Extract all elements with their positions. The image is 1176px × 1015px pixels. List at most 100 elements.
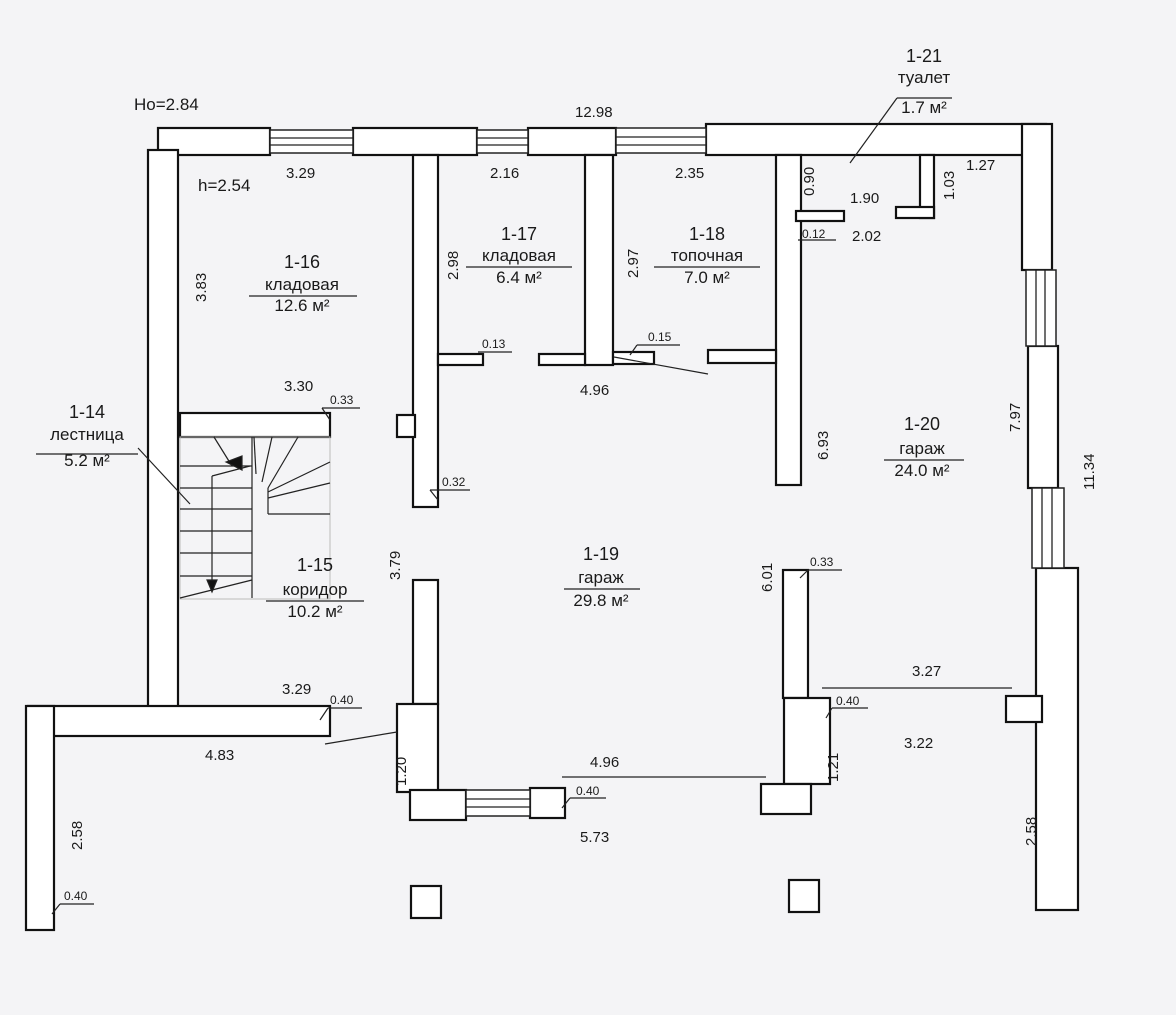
dim-2-16: 2.16 [490, 165, 519, 182]
post-right [787, 878, 821, 914]
dimension-lines [36, 97, 1012, 915]
dim-0-33-b: 0.33 [810, 555, 834, 569]
top-wall-mid-2 [526, 126, 618, 157]
dim-1-27: 1.27 [966, 157, 995, 174]
wall-1-18-1-20 [774, 153, 803, 487]
top-wall-mid-1 [351, 126, 479, 157]
room-name-1-17: кладовая [482, 246, 556, 265]
staircase [179, 436, 331, 600]
dim-3-29-bottom: 3.29 [282, 681, 311, 698]
dim-1-03: 1.03 [941, 171, 958, 200]
dim-2-58-left: 2.58 [69, 821, 86, 850]
top-wall-right [704, 122, 1048, 157]
window-bottom [465, 789, 531, 817]
dim-0-12: 0.12 [802, 227, 826, 241]
window-right-1 [1025, 269, 1057, 347]
dim-5-73: 5.73 [580, 829, 609, 846]
room-name-1-14: лестница [50, 425, 124, 444]
room-code-1-21: 1-21 [906, 46, 942, 66]
dim-2-02: 2.02 [852, 228, 881, 245]
room-name-1-18: топочная [671, 246, 743, 265]
room-area-1-19: 29.8 м² [573, 591, 628, 610]
toilet-wall-h [894, 205, 936, 220]
toilet-stub [794, 209, 846, 223]
dim-0-40-d: 0.40 [64, 889, 88, 903]
dim-2-35: 2.35 [675, 165, 704, 182]
room-code-1-18: 1-18 [689, 224, 725, 244]
dim-0-15: 0.15 [648, 330, 672, 344]
room-area-1-21: 1.7 м² [901, 98, 947, 117]
dim-11-34: 11.34 [1081, 454, 1098, 490]
window-top-2 [476, 129, 529, 154]
stair-landing-wall [178, 411, 332, 439]
garage-left-pier-base [408, 788, 468, 822]
dim-2-98: 2.98 [445, 251, 462, 280]
wall-1-16-1-17 [411, 153, 440, 509]
garage-front-block [528, 786, 567, 820]
garage-right-pier-upper [781, 568, 810, 700]
door-stub-1-17b [537, 352, 587, 367]
dim-6-93: 6.93 [815, 431, 832, 460]
room-name-1-15: коридор [283, 580, 348, 599]
dim-3-27: 3.27 [912, 663, 941, 680]
dim-3-79: 3.79 [387, 551, 404, 580]
dim-4-83: 4.83 [205, 747, 234, 764]
dim-0-40-c: 0.40 [576, 784, 600, 798]
room-area-1-14: 5.2 м² [64, 451, 110, 470]
room-area-1-18: 7.0 м² [684, 268, 730, 287]
dim-top-total: 12.98 [575, 104, 613, 121]
window-top-3 [615, 127, 707, 154]
dim-0-40-a: 0.40 [330, 693, 354, 707]
garage-left-pier-upper [411, 578, 440, 706]
dim-0-13: 0.13 [482, 337, 506, 351]
dim-1-20: 1.20 [393, 757, 410, 786]
dim-3-83: 3.83 [193, 273, 210, 302]
dim-0-90: 0.90 [801, 167, 818, 196]
room-area-1-20: 24.0 м² [894, 461, 949, 480]
dim-2-58-right: 2.58 [1023, 817, 1040, 846]
room-area-1-17: 6.4 м² [496, 268, 542, 287]
garage-right-pier-lower [782, 696, 832, 786]
right-wall-bottom [1034, 566, 1080, 912]
room-code-1-19: 1-19 [583, 544, 619, 564]
window-top-1 [269, 129, 354, 154]
dim-3-30: 3.30 [284, 378, 313, 395]
dim-4-96-top: 4.96 [580, 382, 609, 399]
left-leg-wall [24, 704, 56, 932]
dim-3-29-top: 3.29 [286, 165, 315, 182]
room-code-1-16: 1-16 [284, 252, 320, 272]
windows [269, 127, 1065, 817]
room-code-1-20: 1-20 [904, 414, 940, 434]
header-labels: Ho=2.84 h=2.54 [134, 95, 250, 195]
right-pier [1004, 694, 1044, 724]
post-left [409, 884, 443, 920]
room-code-1-17: 1-17 [501, 224, 537, 244]
garage-right-pier-base [759, 782, 813, 816]
room-code-1-15: 1-15 [297, 555, 333, 575]
window-right-2 [1031, 487, 1065, 569]
dimension-labels: 12.98 3.29 2.16 2.35 1.27 1.90 2.02 0.12… [64, 104, 1098, 903]
room-name-1-19: гараж [578, 568, 624, 587]
dim-0-32: 0.32 [442, 475, 466, 489]
dim-4-96-bottom: 4.96 [590, 754, 619, 771]
dim-3-22: 3.22 [904, 735, 933, 752]
room-code-1-14: 1-14 [69, 402, 105, 422]
dim-1-21: 1.21 [825, 753, 842, 782]
right-wall-top [1020, 122, 1054, 272]
door-stub-1-18b [706, 348, 778, 365]
h-label: h=2.54 [198, 176, 250, 195]
ho-label: Ho=2.84 [134, 95, 199, 114]
lower-left-wall [26, 704, 332, 738]
room-labels: 1-21 туалет 1.7 м² 1-16 кладовая 12.6 м²… [50, 46, 950, 621]
room-area-1-16: 12.6 м² [274, 296, 329, 315]
left-wall [146, 148, 180, 710]
dim-0-33-a: 0.33 [330, 393, 354, 407]
dim-7-97: 7.97 [1007, 403, 1024, 432]
walls [24, 122, 1080, 932]
room-name-1-16: кладовая [265, 275, 339, 294]
dim-1-90: 1.90 [850, 190, 879, 207]
right-wall-mid [1026, 344, 1060, 490]
door-stub-1-18 [611, 350, 656, 366]
